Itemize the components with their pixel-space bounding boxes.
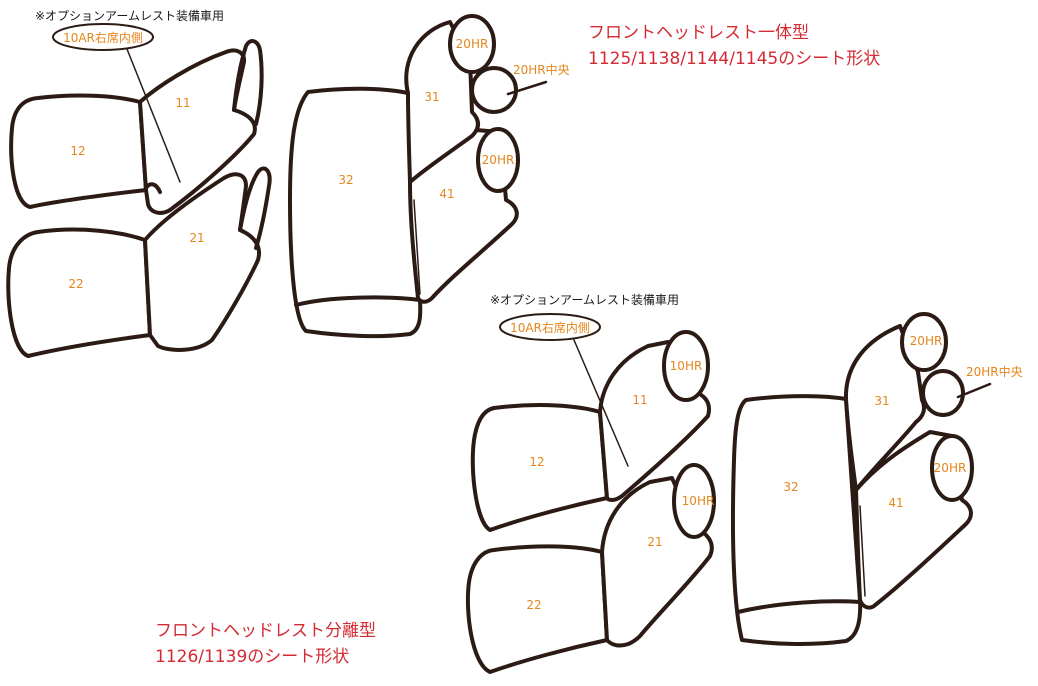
integrated-rear-seats: 20HR 20HR中央 20HR 31 32 41: [288, 14, 570, 339]
separate-headrest-20hr-upper: [900, 312, 948, 372]
integrated-label-11: 11: [175, 96, 190, 110]
separate-label-12: 12: [529, 455, 544, 469]
separate-title: フロントヘッドレスト分離型: [155, 621, 376, 641]
separate-label-10hr-lower: 10HR: [682, 494, 715, 508]
integrated-headrest-21: [238, 166, 272, 250]
separate-back-32: [730, 394, 863, 646]
integrated-cushion-22: [6, 227, 152, 358]
separate-back-31: [843, 324, 926, 492]
separate-center-headrest-pointer: [956, 382, 992, 399]
integrated-label-32: 32: [338, 173, 353, 187]
separate-armrest-callout-oval: [499, 313, 601, 341]
separate-armrest-callout: 10AR右席内側: [510, 320, 590, 335]
separate-armrest-pointer: [573, 339, 629, 467]
integrated-label-20hr-lower: 20HR: [482, 153, 515, 167]
integrated-armrest-callout: 10AR右席内側: [63, 30, 143, 45]
separate-label-20hr-center: 20HR中央: [966, 364, 1023, 379]
separate-back-41-seam: [859, 505, 866, 597]
integrated-label-12: 12: [70, 144, 85, 158]
separate-headrest-10hr-upper: [662, 330, 710, 402]
integrated-armrest-callout-oval: [52, 23, 154, 51]
separate-headrest-10hr-lower: [672, 463, 716, 539]
separate-label-31: 31: [874, 394, 889, 408]
integrated-models: 1125/1138/1144/1145のシート形状: [588, 49, 880, 69]
integrated-armrest-pointer: [126, 48, 181, 183]
separate-label-10hr-upper: 10HR: [670, 359, 703, 373]
separate-label-20hr-upper: 20HR: [910, 334, 943, 348]
integrated-label-21: 21: [189, 231, 204, 245]
integrated-label-20hr-center: 20HR中央: [513, 62, 570, 77]
integrated-back-41-seam: [413, 199, 421, 295]
separate-label-21: 21: [647, 535, 662, 549]
integrated-cushion-12: [9, 93, 148, 209]
integrated-armrest-11: [144, 182, 162, 194]
separate-front-seats: ※オプションアームレスト装備車用 10AR右席内側 10HR 11 12 10H…: [465, 292, 716, 674]
separate-armrest-note: ※オプションアームレスト装備車用: [490, 292, 679, 307]
separate-label-32: 32: [783, 480, 798, 494]
separate-cushion-22: [465, 544, 609, 674]
integrated-headrest-11: [232, 39, 264, 126]
integrated-center-headrest-pointer: [506, 80, 548, 96]
integrated-headrest-20hr-lower: [476, 127, 520, 193]
integrated-headrest-20hr-upper: [448, 14, 496, 74]
separate-headrest-20hr-center: [921, 369, 965, 417]
separate-label-22: 22: [526, 598, 541, 612]
integrated-headrest-20hr-center: [470, 66, 518, 114]
separate-label-11: 11: [632, 393, 647, 407]
separate-rear-seats: 20HR 20HR中央 20HR 31 32 41: [730, 312, 1023, 646]
separate-label-20hr-lower: 20HR: [934, 461, 967, 475]
separate-cushion-12: [470, 403, 609, 532]
integrated-back-32-fold: [294, 295, 422, 307]
separate-label-41: 41: [888, 496, 903, 510]
separate-headrest-20hr-lower: [930, 434, 974, 502]
integrated-label-41: 41: [439, 187, 454, 201]
integrated-armrest-note: ※オプションアームレスト装備車用: [35, 8, 224, 23]
separate-back-32-fold: [736, 599, 862, 614]
integrated-label-31: 31: [424, 90, 439, 104]
integrated-label-22: 22: [68, 277, 83, 291]
integrated-front-seats: ※オプションアームレスト装備車用 10AR右席内側 11 12 21 22: [6, 8, 272, 358]
integrated-label-20hr-upper: 20HR: [456, 37, 489, 51]
separate-models: 1126/1139のシート形状: [155, 647, 349, 667]
integrated-title: フロントヘッドレスト一体型: [588, 23, 809, 43]
